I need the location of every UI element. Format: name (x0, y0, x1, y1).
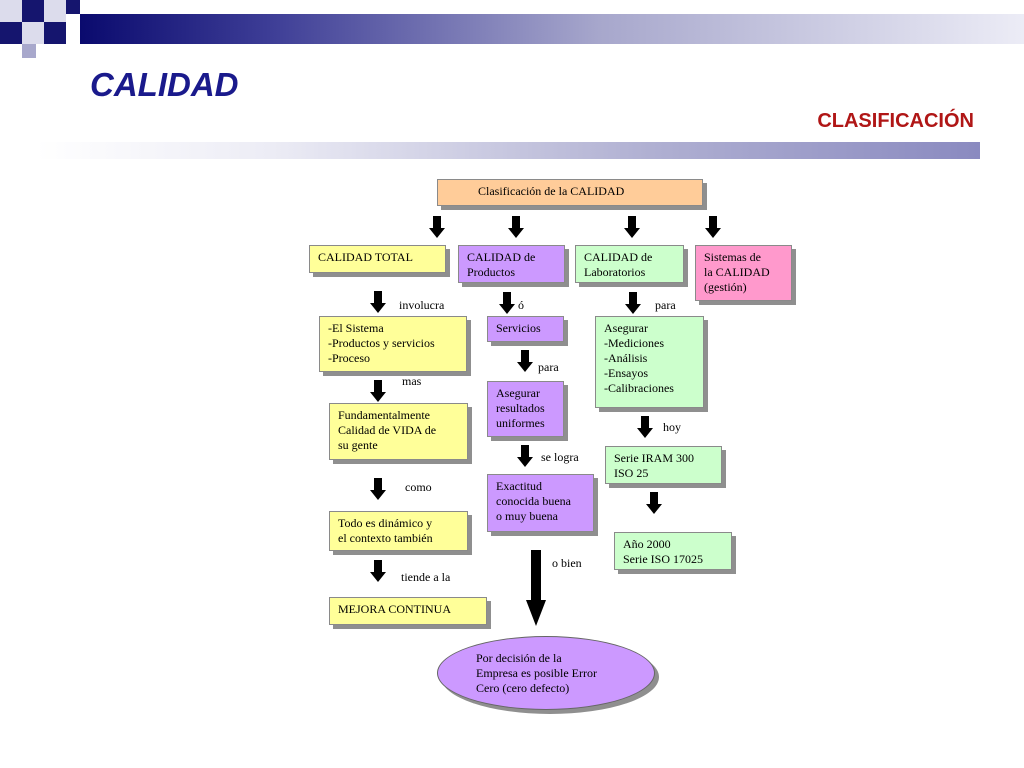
page-title: CALIDAD (90, 66, 239, 103)
down-arrow (646, 492, 662, 514)
label-o: ó (518, 298, 524, 312)
calidad-total-box: CALIDAD TOTAL (309, 245, 446, 273)
label-como: como (405, 480, 432, 494)
down-arrow (625, 292, 641, 314)
label-para: para (538, 360, 559, 374)
down-arrow (637, 416, 653, 438)
label-tiende-a-la: tiende a la (401, 570, 451, 584)
mejora-continua-box: MEJORA CONTINUA (329, 597, 487, 625)
sistema-productos-proceso-box: -El Sistema -Productos y servicios -Proc… (319, 316, 467, 372)
diagram-root-box: Clasificación de la CALIDAD (437, 179, 703, 206)
header-gradient-bar (80, 14, 1024, 44)
servicios-box: Servicios (487, 316, 564, 342)
down-arrow (517, 350, 533, 372)
corner-square (0, 0, 22, 22)
calidad-laboratorios-box: CALIDAD de Laboratorios (575, 245, 684, 283)
down-arrow (517, 445, 533, 467)
down-arrow-large (526, 550, 546, 626)
serie-iram-box: Serie IRAM 300 ISO 25 (605, 446, 722, 484)
corner-square (22, 0, 44, 22)
calidad-productos-box: CALIDAD de Productos (458, 245, 565, 283)
label-mas: mas (402, 374, 422, 388)
down-arrow (508, 216, 524, 238)
corner-square (44, 22, 66, 44)
page-subtitle: CLASIFICACIÓN (817, 110, 974, 132)
corner-square (22, 22, 44, 44)
down-arrow (429, 216, 445, 238)
label-para: para (655, 298, 676, 312)
calidad-vida-box: Fundamentalmente Calidad de VIDA de su g… (329, 403, 468, 460)
down-arrow (705, 216, 721, 238)
asegurar-mediciones-box: Asegurar -Mediciones -Análisis -Ensayos … (595, 316, 704, 408)
corner-square (22, 44, 36, 58)
down-arrow (624, 216, 640, 238)
down-arrow (370, 380, 386, 402)
down-arrow (499, 292, 515, 314)
corner-square (44, 0, 66, 22)
label-o-bien: o bien (552, 556, 582, 570)
todo-dinamico-box: Todo es dinámico y el contexto también (329, 511, 468, 551)
asegurar-resultados-box: Asegurar resultados uniformes (487, 381, 564, 437)
corner-square (0, 22, 22, 44)
label-se-logra: se logra (541, 450, 579, 464)
label-hoy: hoy (663, 420, 681, 434)
down-arrow (370, 560, 386, 582)
down-arrow (370, 291, 386, 313)
ano-2000-box: Año 2000 Serie ISO 17025 (614, 532, 732, 570)
exactitud-box: Exactitud conocida buena o muy buena (487, 474, 594, 532)
divider-gradient-rule (36, 142, 980, 159)
corner-square (66, 0, 80, 14)
label-involucra: involucra (399, 298, 445, 312)
sistemas-calidad-box: Sistemas de la CALIDAD (gestión) (695, 245, 792, 301)
error-cero-ellipse: Por decisión de la Empresa es posible Er… (437, 636, 655, 710)
down-arrow (370, 478, 386, 500)
